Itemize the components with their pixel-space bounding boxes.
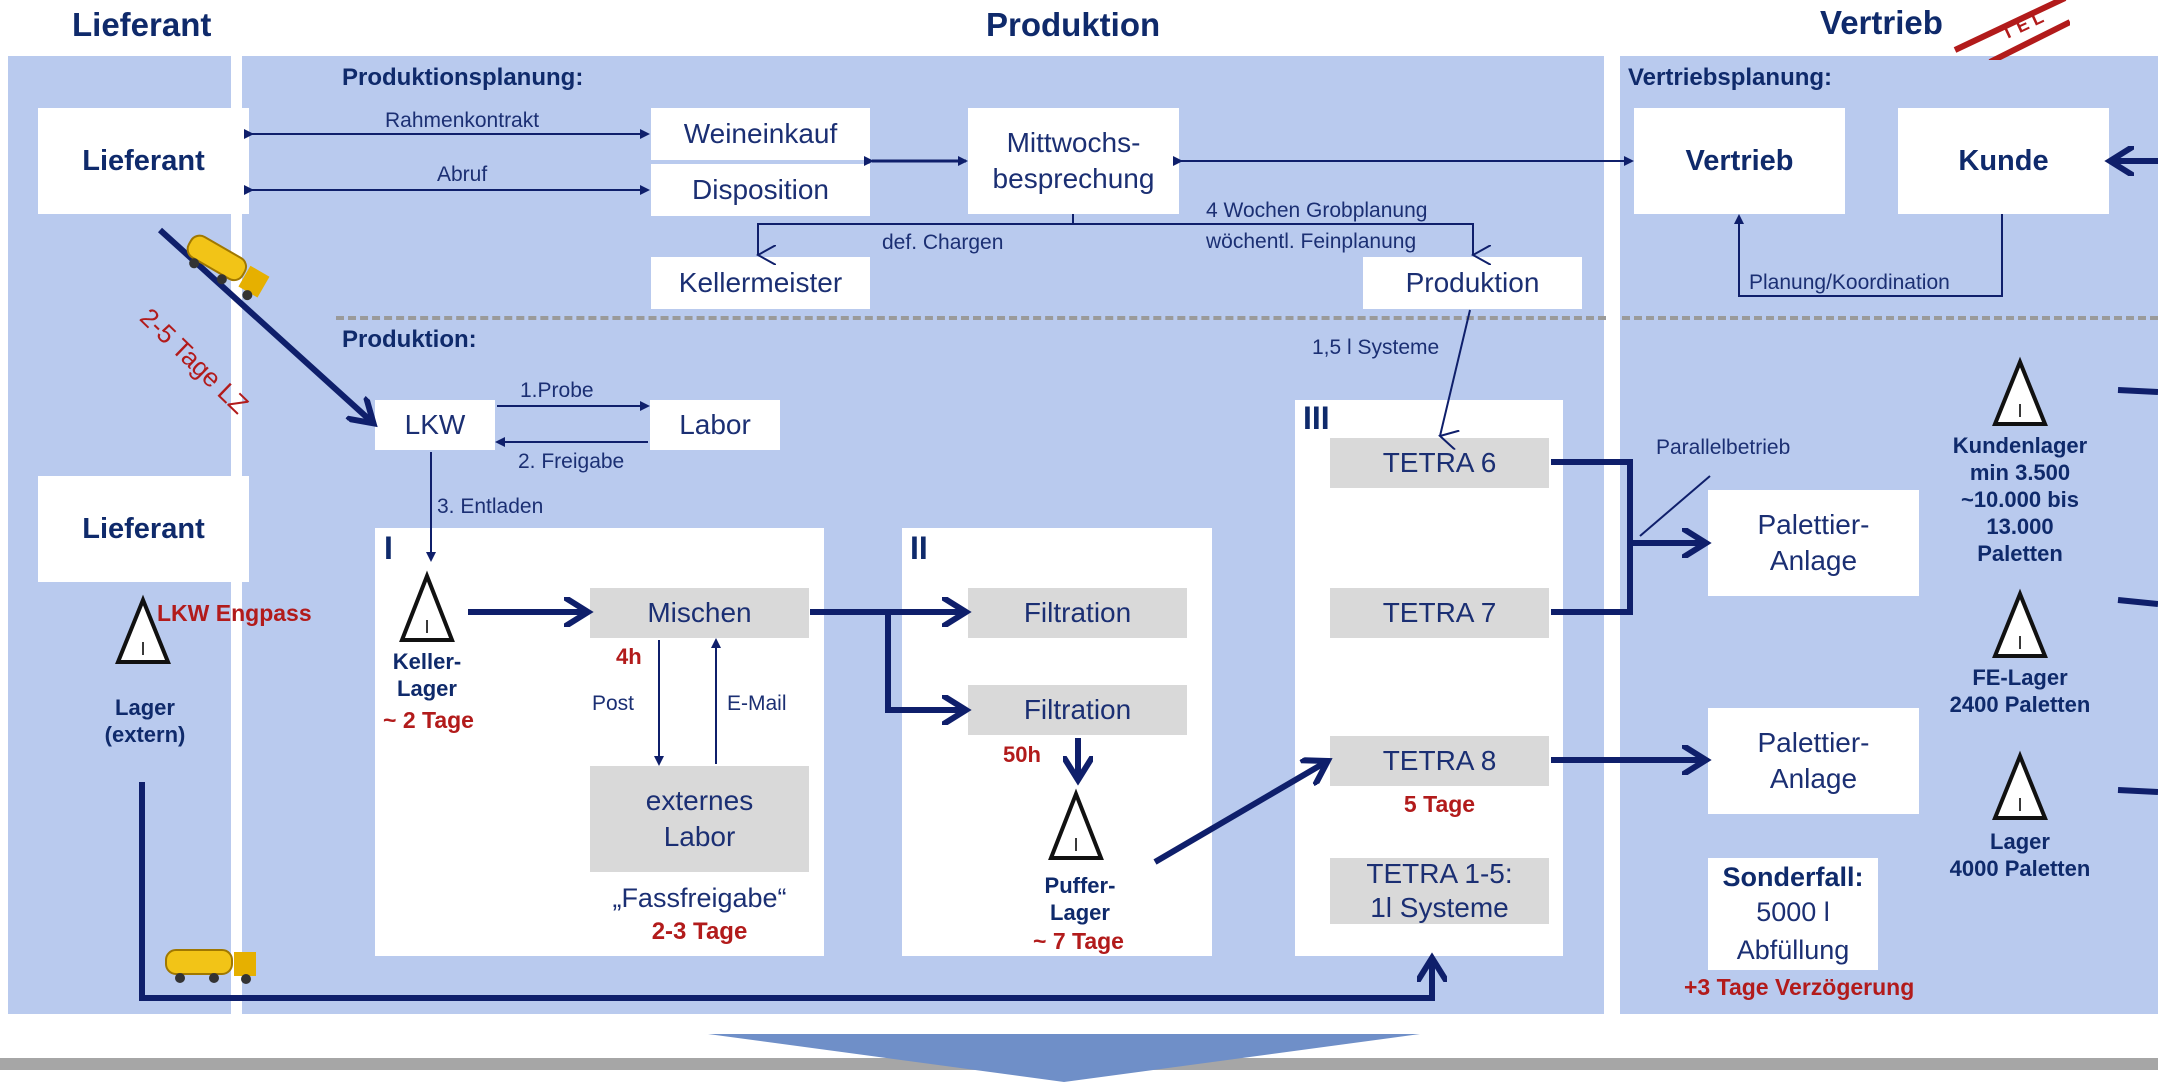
sample-label: 1.Probe bbox=[520, 379, 594, 402]
arrow-tetra6-palletizer bbox=[1551, 459, 1633, 615]
warning-customer-icon bbox=[1992, 356, 2048, 426]
warning-cellar-icon bbox=[399, 570, 455, 642]
arrow-external-tetra bbox=[139, 782, 1432, 1001]
meeting-box: Mittwochs- besprechung bbox=[968, 108, 1179, 214]
arrow-supplier-truck bbox=[157, 227, 372, 422]
warning-symbol: I bbox=[140, 639, 145, 659]
warehouse-label: Lager 4000 Paletten bbox=[1949, 829, 2091, 881]
def-batches-label: def. Chargen bbox=[882, 231, 1004, 254]
dashed-separator-sales bbox=[1622, 316, 2158, 320]
stage-1-label: I bbox=[384, 530, 393, 566]
post-label: Post bbox=[592, 692, 635, 715]
mixing-box: Mischen bbox=[590, 588, 809, 638]
palletizer-1-box: Palettier- Anlage bbox=[1708, 490, 1919, 596]
cellar-days: ~ 2 Tage bbox=[383, 707, 474, 733]
stamp-icon: T E L bbox=[1953, 0, 2072, 65]
coordination-label: Planung/Koordination bbox=[1749, 271, 1950, 294]
filtration-1-box: Filtration bbox=[968, 588, 1187, 638]
sales-box: Vertrieb bbox=[1634, 108, 1845, 214]
warning-symbol: I bbox=[2017, 795, 2022, 815]
supplier-box: Lieferant bbox=[38, 108, 249, 214]
arrow-coordination bbox=[1734, 214, 2003, 297]
special-case-title: Sonderfall: bbox=[1722, 862, 1864, 892]
special-case-box: Sonderfall: 5000 l Abfüllung bbox=[1708, 858, 1878, 970]
tetra-1-5-box: TETRA 1-5: 1l Systeme bbox=[1330, 858, 1549, 924]
production-title: Produktion: bbox=[342, 326, 477, 353]
disposition-box: Disposition bbox=[651, 164, 870, 216]
filtration-time: 50h bbox=[1003, 742, 1041, 767]
call-off-label: Abruf bbox=[437, 163, 488, 186]
tetra-8-days: 5 Tage bbox=[1403, 791, 1476, 817]
tanker-truck-icon-2 bbox=[165, 949, 256, 984]
warning-symbol: I bbox=[1073, 835, 1078, 855]
warning-fe-icon bbox=[1992, 588, 2048, 658]
tetra-8-box: TETRA 8 bbox=[1330, 736, 1549, 786]
dashed-separator bbox=[336, 316, 1606, 320]
cellar-warehouse-label: Keller- Lager bbox=[392, 649, 462, 701]
release-label: 2. Freigabe bbox=[518, 450, 625, 473]
production-planning-title: Produktionsplanung: bbox=[342, 64, 584, 91]
wine-purchase-box: Weineinkauf bbox=[651, 108, 870, 160]
arrow-mixing-filtration2 bbox=[885, 612, 964, 710]
external-storage-label: Lager (extern) bbox=[104, 695, 186, 747]
line-fe-warehouse bbox=[2117, 597, 2158, 607]
truck-bottleneck: LKW Engpass bbox=[157, 600, 312, 626]
line-warehouse bbox=[2117, 787, 2158, 795]
tanker-truck-icon bbox=[186, 234, 270, 301]
truck-box: LKW bbox=[375, 400, 495, 450]
stamp-logo: T E L bbox=[1950, 0, 2072, 65]
stage-2-label: II bbox=[910, 530, 928, 566]
arrow-batches bbox=[758, 214, 1074, 255]
cellar-master-box: Kellermeister bbox=[651, 257, 870, 309]
lab-box: Labor bbox=[650, 400, 780, 450]
mix-time: 4h bbox=[616, 644, 642, 669]
buffer-days: ~ 7 Tage bbox=[1033, 928, 1124, 954]
line-customer-warehouse bbox=[2117, 387, 2158, 395]
external-lab-box: externes Labor bbox=[590, 766, 809, 872]
buffer-warehouse-label: Puffer- Lager bbox=[1044, 873, 1116, 925]
email-label: E-Mail bbox=[727, 692, 787, 715]
rough-planning-label: 4 Wochen Grobplanung bbox=[1206, 199, 1428, 222]
warning-symbol: I bbox=[2017, 633, 2022, 653]
supplier-box-2: Lieferant bbox=[38, 476, 249, 582]
arrow-systems bbox=[1440, 309, 1471, 436]
customer-warehouse-label: Kundenlager min 3.500 ~10.000 bis 13.000… bbox=[1952, 433, 2088, 566]
arrow-buffer-tetra8 bbox=[1153, 762, 1326, 865]
barrel-release-label: „Fassfreigabe“ bbox=[612, 883, 787, 913]
special-case-body: 5000 l Abfüllung bbox=[1736, 897, 1850, 965]
arrow-planning bbox=[1073, 223, 1473, 255]
stage-3-label: III bbox=[1303, 400, 1330, 436]
warning-buffer-icon bbox=[1048, 788, 1104, 860]
warning-external-icon bbox=[115, 594, 171, 664]
sales-planning-title: Vertriebsplanung: bbox=[1628, 64, 1833, 91]
warning-symbol: I bbox=[2017, 401, 2022, 421]
header-sales: Vertrieb bbox=[1820, 4, 1943, 41]
tetra-7-box: TETRA 7 bbox=[1330, 588, 1549, 638]
header-supplier: Lieferant bbox=[72, 6, 212, 43]
bottom-arrow-icon bbox=[708, 1034, 1420, 1082]
frame-contract-label: Rahmenkontrakt bbox=[385, 109, 540, 132]
warning-warehouse-icon bbox=[1992, 750, 2048, 820]
customer-box: Kunde bbox=[1898, 108, 2109, 214]
production-planning-box: Produktion bbox=[1363, 257, 1582, 309]
filtration-2-box: Filtration bbox=[968, 685, 1187, 735]
fine-planning-label: wöchentl. Feinplanung bbox=[1206, 230, 1417, 253]
palletizer-2-box: Palettier- Anlage bbox=[1708, 708, 1919, 814]
unload-label: 3. Entladen bbox=[437, 495, 544, 518]
header-production: Produktion bbox=[986, 6, 1161, 43]
warning-symbol: I bbox=[424, 617, 429, 637]
fe-warehouse-label: FE-Lager 2400 Paletten bbox=[1949, 665, 2091, 717]
delay-label: +3 Tage Verzögerung bbox=[1684, 974, 1915, 1000]
systems-label: 1,5 l Systeme bbox=[1312, 336, 1440, 359]
parallel-pointer bbox=[1639, 475, 1711, 537]
barrel-days: 2-3 Tage bbox=[651, 918, 748, 945]
parallel-label: Parallelbetrieb bbox=[1656, 436, 1791, 459]
